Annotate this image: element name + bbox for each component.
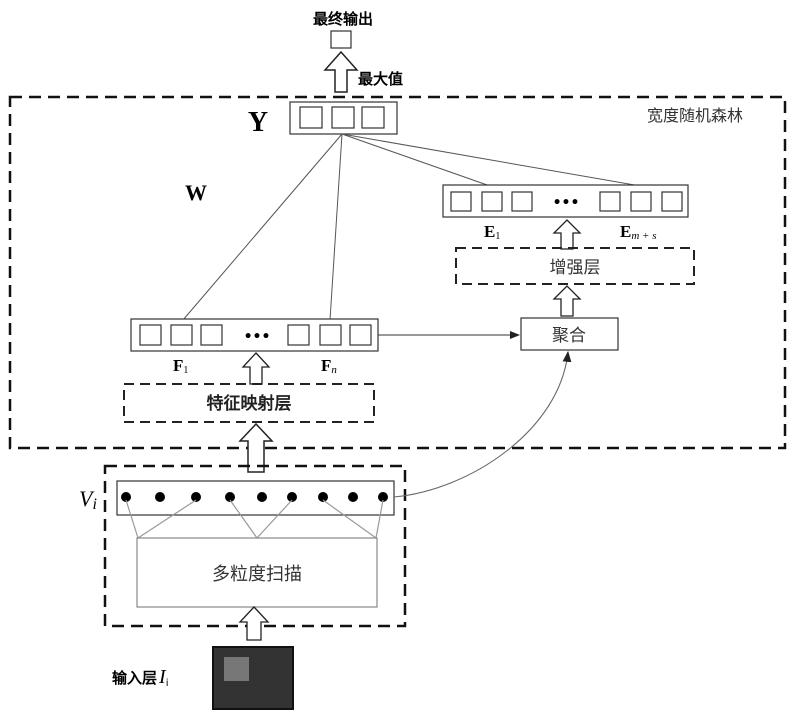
feature-mapping-layer-label: 特征映射层	[207, 393, 292, 414]
enhancement-node	[599, 191, 621, 212]
enhancement-layer-box	[455, 247, 695, 285]
aggregate-label: 聚合	[552, 326, 586, 346]
vi-nodes	[121, 492, 388, 502]
weight-line-fn	[329, 133, 343, 321]
enhancement-node	[511, 191, 533, 212]
vi-node	[225, 492, 235, 502]
scan-connections	[125, 499, 384, 539]
vi-vector	[116, 480, 395, 516]
enhancement-ellipsis: •••	[553, 195, 580, 211]
vi-node	[318, 492, 328, 502]
max-arrow-icon	[323, 50, 359, 93]
weight-line-em	[341, 133, 641, 187]
input-up-arrow-icon	[238, 606, 270, 641]
y-label: Y	[248, 107, 268, 138]
vi-node	[348, 492, 358, 502]
weight-line-e1	[341, 133, 491, 187]
vi-node	[378, 492, 388, 502]
broad-random-forest-label: 宽度随机森林	[647, 106, 743, 125]
enhancement-node	[450, 191, 472, 212]
feature-node	[287, 324, 310, 346]
enhancement-node	[481, 191, 503, 212]
f1-label: F1	[173, 356, 188, 376]
e1-label: E1	[484, 222, 500, 242]
weight-connections	[182, 133, 641, 321]
y-node	[299, 106, 323, 129]
vi-label: Vi	[79, 486, 97, 513]
feature-node	[139, 324, 162, 346]
em-label: Em + s	[620, 222, 657, 242]
fn-label: Fn	[321, 356, 337, 376]
feature-node	[170, 324, 193, 346]
enhancement-node	[661, 191, 683, 212]
y-node	[331, 106, 355, 129]
broad-random-forest-box	[8, 95, 787, 450]
feature-node	[200, 324, 223, 346]
vi-node	[121, 492, 131, 502]
final-output-label: 最终输出	[313, 10, 373, 28]
enhance-up-arrow-icon	[552, 219, 582, 250]
vi-node	[287, 492, 297, 502]
vi-node	[257, 492, 267, 502]
feature-ellipsis: •••	[244, 329, 271, 345]
final-output-box	[330, 30, 352, 49]
multi-grain-scan-label: 多粒度扫描	[212, 564, 302, 585]
aggregate-box	[520, 317, 619, 351]
enhancement-layer-label: 增强层	[550, 258, 601, 278]
enhancement-node	[630, 191, 652, 212]
input-image-patch	[224, 657, 249, 681]
feature-up-arrow-icon	[241, 352, 271, 385]
w-label: W	[185, 180, 207, 205]
weight-line-f1	[182, 133, 343, 321]
vi-node	[155, 492, 165, 502]
vi-to-aggregate-arrow	[393, 350, 572, 498]
y-node	[361, 106, 385, 129]
multi-grain-scan-module	[136, 537, 378, 608]
feature-node	[319, 324, 342, 346]
aggregate-up-arrow-icon	[552, 285, 582, 317]
vi-node	[191, 492, 201, 502]
feature-node	[349, 324, 372, 346]
max-value-label: 最大值	[358, 70, 403, 88]
